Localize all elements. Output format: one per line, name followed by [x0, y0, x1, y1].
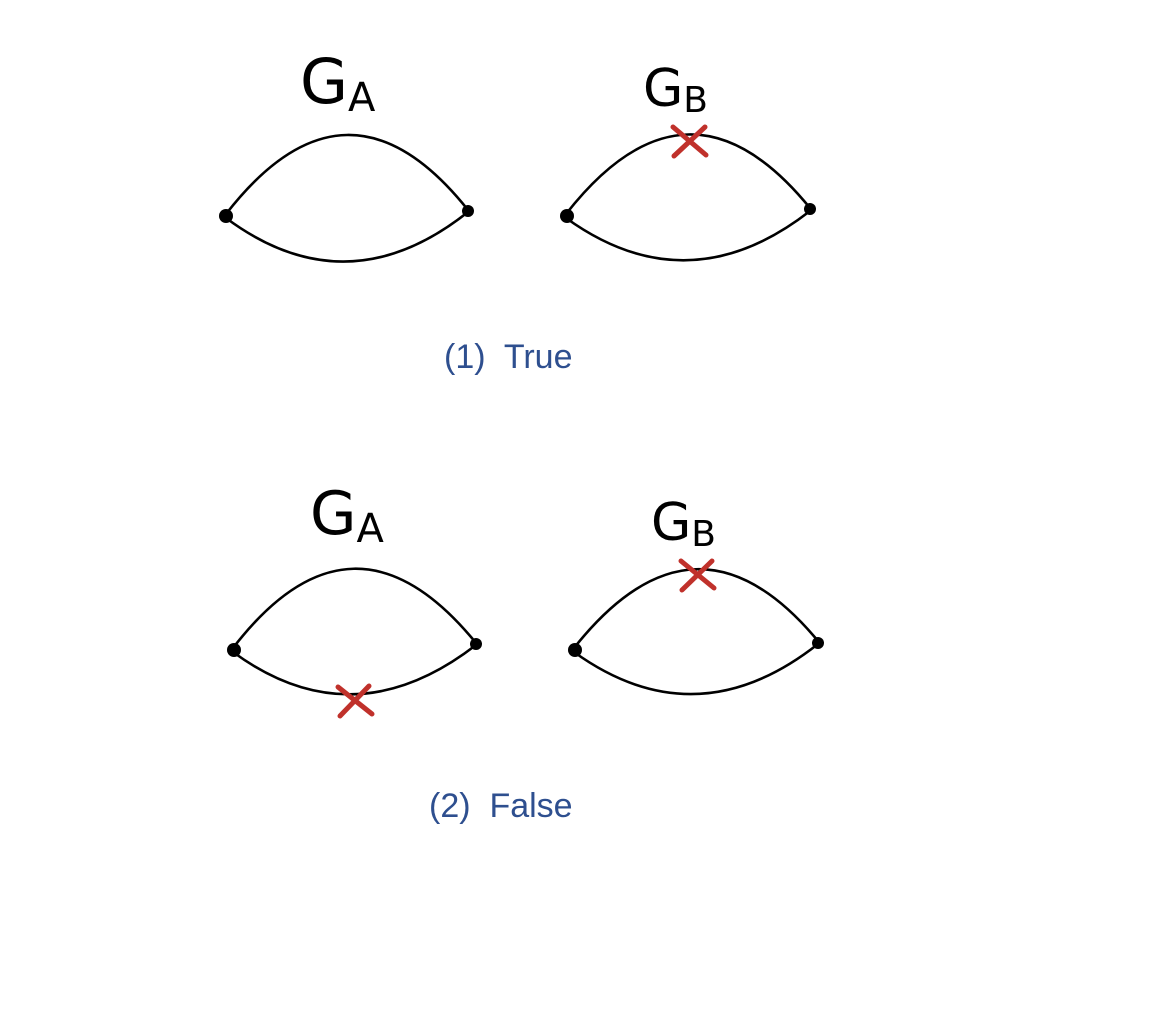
graph-name: G [643, 59, 683, 119]
panel-2-graph-b-upper-edge [572, 567, 820, 650]
panel-1-graph-a-label: GA [300, 45, 376, 121]
panel-1-graph-b-left-vertex [560, 209, 574, 223]
graph-name: G [300, 45, 348, 118]
panel-2-graph-b-upper-cross-icon [678, 558, 717, 593]
panel-2-graph-a-left-vertex [227, 643, 241, 657]
panel-2-graph-b-lower-edge [572, 642, 820, 696]
cross-stroke [679, 558, 715, 593]
panel-1-graph-b-upper-cross-icon [670, 124, 709, 159]
graph-subscript: A [348, 75, 376, 121]
panel-2-graph-b-left-vertex [568, 643, 582, 657]
panel-1-caption: (1) True [444, 338, 572, 376]
cross-stroke [337, 683, 372, 719]
graph-name: G [651, 493, 691, 553]
panel-2-graph-a-label: GA [310, 479, 385, 552]
panel-2-graph-b: GB [568, 493, 824, 696]
panel-1-graph-b: GB [560, 59, 816, 262]
graph-name: G [310, 479, 357, 549]
panel-1-graph-b-upper-edge [564, 133, 812, 216]
panel-1-graph-b-lower-edge [564, 209, 812, 262]
graph-subscript: B [683, 80, 708, 121]
panel-1-graph-a-upper-edge [224, 133, 470, 216]
panel-2: GA GB (2) False [227, 479, 824, 825]
panel-2-graph-a-lower-edge [231, 643, 478, 696]
panel-2-graph-a-lower-cross-icon [335, 683, 375, 719]
panel-1: GA GB (1) True [219, 45, 816, 376]
panel-1-graph-a-left-vertex [219, 209, 233, 223]
panel-2-graph-a: GA [227, 479, 482, 719]
panel-1-graph-a-right-vertex [462, 205, 474, 217]
panel-1-graph-a-lower-edge [224, 210, 470, 263]
panel-2-graph-b-right-vertex [812, 637, 824, 649]
panel-2-graph-a-right-vertex [470, 638, 482, 650]
graph-subscript: A [357, 506, 385, 552]
graph-subscript: B [691, 514, 716, 555]
cross-stroke [671, 124, 708, 159]
panel-2-graph-a-upper-edge [231, 567, 478, 650]
panel-1-graph-b-right-vertex [804, 203, 816, 215]
panel-1-graph-a: GA [219, 45, 474, 263]
panel-2-caption: (2) False [429, 787, 573, 825]
panel-2-graph-b-label: GB [651, 493, 716, 555]
panel-1-graph-b-label: GB [643, 59, 708, 121]
